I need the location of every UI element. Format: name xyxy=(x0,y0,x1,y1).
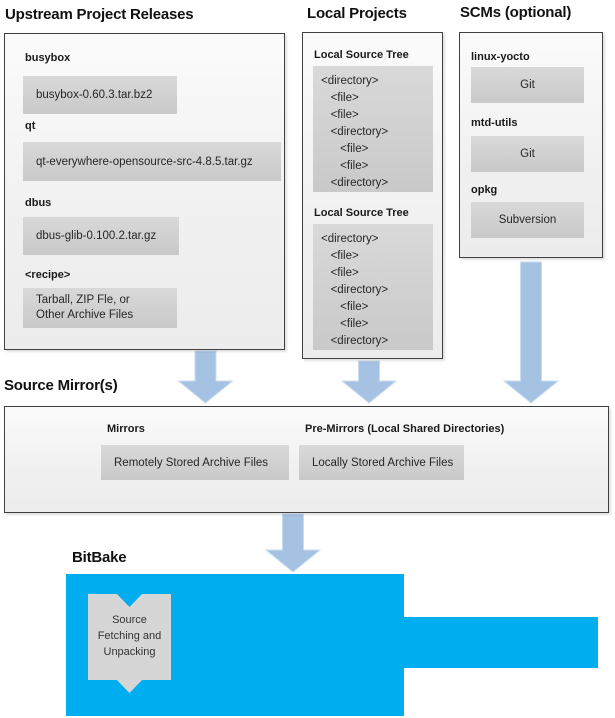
scm-box: Git xyxy=(471,136,584,172)
item-label: dbus xyxy=(25,197,52,209)
item-label: Pre-Mirrors (Local Shared Directories) xyxy=(305,423,505,435)
source-tree-box: <directory> <file> <file> <directory> <f… xyxy=(313,224,433,350)
item-label: opkg xyxy=(471,184,498,196)
scms-panel: linux-yocto Git mtd-utils Git opkg Subve… xyxy=(459,32,603,258)
down-arrow-icon xyxy=(502,261,560,404)
process-chevron-label: Source Fetching and Unpacking xyxy=(97,614,162,658)
scm-box-text: Git xyxy=(520,79,535,91)
artifact-box: dbus-glib-0.100.2.tar.gz xyxy=(23,217,179,255)
item-label: busybox xyxy=(25,52,71,64)
scms-title: SCMs (optional) xyxy=(460,4,572,21)
down-arrow-icon xyxy=(340,360,398,404)
source-mirrors-title: Source Mirror(s) xyxy=(4,377,118,394)
source-tree-listing: <directory> <file> <file> <directory> <f… xyxy=(321,74,389,189)
artifact-box: busybox-0.60.3.tar.bz2 xyxy=(23,76,177,114)
local-projects-title: Local Projects xyxy=(307,5,407,22)
scm-box-text: Subversion xyxy=(498,214,557,226)
scm-box: Subversion xyxy=(471,202,584,238)
source-tree-box: <directory> <file> <file> <directory> <f… xyxy=(313,66,433,192)
down-arrow-icon xyxy=(264,513,322,573)
scm-box-text: Git xyxy=(520,148,535,160)
local-projects-panel: Local Source Tree <directory> <file> <fi… xyxy=(302,32,443,359)
bitbake-title: BitBake xyxy=(72,549,127,566)
mirror-box-text: Remotely Stored Archive Files xyxy=(114,456,269,469)
source-tree-listing: <directory> <file> <file> <directory> <f… xyxy=(321,232,389,347)
mirror-box-text: Locally Stored Archive Files xyxy=(312,456,454,469)
item-label: qt xyxy=(25,120,36,132)
item-label: mtd-utils xyxy=(471,117,518,129)
item-label: Mirrors xyxy=(107,423,145,435)
item-label: Local Source Tree xyxy=(314,49,409,61)
artifact-box-text: Tarball, ZIP Fle, or Other Archive Files xyxy=(36,294,134,321)
item-label: <recipe> xyxy=(25,269,71,281)
artifact-box: qt-everywhere-opensource-src-4.8.5.tar.g… xyxy=(23,142,281,181)
mirror-box: Remotely Stored Archive Files xyxy=(101,445,289,480)
bitbake-block xyxy=(66,574,598,716)
item-label: Local Source Tree xyxy=(314,207,409,219)
mirror-box: Locally Stored Archive Files xyxy=(299,445,464,480)
process-chevron-shape xyxy=(88,594,171,693)
scm-box: Git xyxy=(471,67,584,103)
source-mirrors-panel: Mirrors Remotely Stored Archive Files Pr… xyxy=(4,406,609,513)
item-label: linux-yocto xyxy=(471,51,530,63)
down-arrow-icon xyxy=(177,350,234,404)
artifact-box-text: dbus-glib-0.100.2.tar.gz xyxy=(36,230,157,242)
artifact-box-text: busybox-0.60.3.tar.bz2 xyxy=(36,89,153,101)
artifact-box: Tarball, ZIP Fle, or Other Archive Files xyxy=(23,288,177,328)
artifact-box-text: qt-everywhere-opensource-src-4.8.5.tar.g… xyxy=(36,155,253,168)
upstream-title: Upstream Project Releases xyxy=(5,6,194,23)
upstream-panel: busybox busybox-0.60.3.tar.bz2 qt qt-eve… xyxy=(4,33,285,350)
